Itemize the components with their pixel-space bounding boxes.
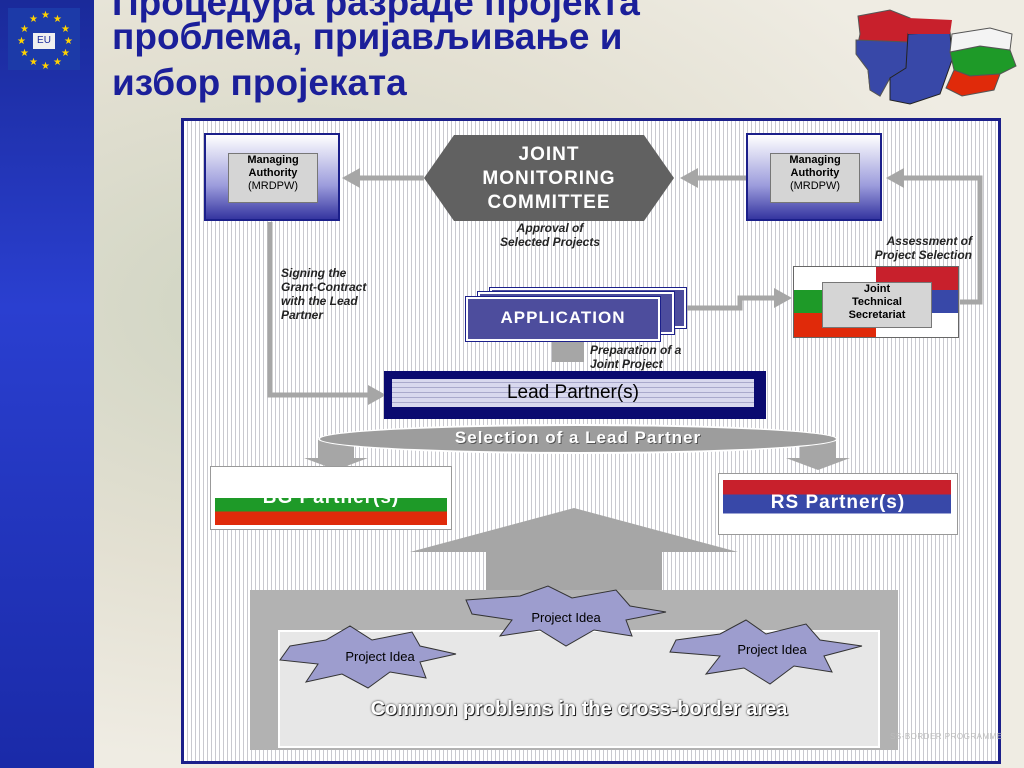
lead-partner-label: Lead Partner(s) xyxy=(392,379,754,407)
arrowhead-jmc-from-right xyxy=(680,168,698,188)
bg-partner-box: BG Partner(s) xyxy=(210,466,452,530)
jmc-line1: JOINT xyxy=(518,144,580,165)
svg-text:★: ★ xyxy=(20,48,29,59)
title-cut-line: Процедура разраде пројекта xyxy=(112,0,640,23)
arrowhead-lead xyxy=(368,385,386,405)
managing-authority-right-label: Managing Authority (MRDPW) xyxy=(770,153,860,203)
ma-left-line2: Authority xyxy=(248,167,298,179)
project-idea-star-left xyxy=(279,625,457,689)
lead-partner-box: Lead Partner(s) xyxy=(384,371,766,419)
selection-label: Selection of a Lead Partner xyxy=(454,428,702,447)
preparation-note: Preparation of a Joint Project xyxy=(590,343,720,371)
arrow-application-to-jts xyxy=(684,295,776,311)
eu-sidebar: ★ ★ ★ ★ ★ ★ ★ ★ ★ ★ ★ ★ EU xyxy=(0,0,94,768)
arrowhead-jts xyxy=(774,288,792,308)
joint-monitoring-committee: JOINT MONITORING COMMITTEE xyxy=(424,135,674,221)
selection-ellipse: Selection of a Lead Partner xyxy=(318,424,838,454)
svg-text:★: ★ xyxy=(41,10,50,21)
bg-flag-stripes xyxy=(215,485,447,525)
managing-authority-left-label: Managing Authority (MRDPW) xyxy=(228,153,318,203)
signing-line2: Grant-Contract xyxy=(281,280,367,294)
svg-text:★: ★ xyxy=(53,14,62,25)
assessment-line2: Project Selection xyxy=(874,248,972,262)
signing-note: Signing the Grant-Contract with the Lead… xyxy=(281,266,401,322)
rs-partner-label: RS Partner(s) xyxy=(770,492,906,513)
project-idea-label-left: Project Idea xyxy=(345,649,415,664)
signing-line1: Signing the xyxy=(281,266,347,280)
preparation-line2: Joint Project xyxy=(590,357,663,371)
rs-partner-box: RS Partner(s) xyxy=(718,473,958,535)
arrowhead-right-ma xyxy=(886,168,904,188)
arrow-jts-to-right-ma xyxy=(900,175,983,305)
svg-text:★: ★ xyxy=(29,14,38,25)
svg-text:★: ★ xyxy=(64,36,73,47)
assessment-note: Assessment of Project Selection xyxy=(846,234,972,262)
svg-text:★: ★ xyxy=(29,57,38,68)
jmc-label: JOINT MONITORING COMMITTEE xyxy=(424,143,674,215)
signing-line3: with the Lead xyxy=(281,294,358,308)
jts-line1: Joint xyxy=(863,283,891,295)
assessment-line1: Assessment of xyxy=(886,234,972,248)
svg-text:★: ★ xyxy=(20,24,29,35)
common-problems-label: Common problems in the cross-border area xyxy=(370,698,788,720)
footer-text: SS-BORDER PROGRAMME xyxy=(890,732,1003,741)
title-line-2: избор пројеката xyxy=(112,62,407,103)
ma-left-line3: (MRDPW) xyxy=(247,180,299,192)
jts-line2: Technical xyxy=(852,296,902,308)
joint-technical-secretariat: Joint Technical Secretariat xyxy=(793,266,959,338)
managing-authority-left: Managing Authority (MRDPW) xyxy=(204,133,340,221)
big-up-arrow xyxy=(410,508,738,590)
ma-right-line3: (MRDPW) xyxy=(789,180,841,192)
eu-label: EU xyxy=(33,33,55,49)
project-idea-star-right xyxy=(669,619,863,685)
managing-authority-right: Managing Authority (MRDPW) xyxy=(746,133,882,221)
jts-label: Joint Technical Secretariat xyxy=(822,282,932,328)
page-title: Процедура разраде пројекта проблема, при… xyxy=(112,0,792,106)
svg-text:★: ★ xyxy=(53,57,62,68)
up-arrow-preparation xyxy=(552,340,584,362)
rs-flag-stripes xyxy=(723,480,951,528)
bg-partner-label: BG Partner(s) xyxy=(262,487,400,508)
ma-right-line1: Managing xyxy=(789,154,841,166)
approval-note: Approval of Selected Projects xyxy=(488,221,612,249)
project-idea-label-right: Project Idea xyxy=(737,642,807,657)
svg-text:★: ★ xyxy=(41,61,50,70)
eu-flag-icon: ★ ★ ★ ★ ★ ★ ★ ★ ★ ★ ★ ★ EU xyxy=(8,8,80,72)
approval-line2: Selected Projects xyxy=(499,235,601,249)
serbia-bulgaria-map-icon xyxy=(855,9,1017,105)
project-idea-label-top: Project Idea xyxy=(531,610,601,625)
jmc-line2: MONITORING xyxy=(482,168,616,189)
svg-text:★: ★ xyxy=(61,24,70,35)
jmc-line3: COMMITTEE xyxy=(487,192,611,213)
project-idea-star-top xyxy=(465,585,667,647)
ma-right-line2: Authority xyxy=(790,167,840,179)
approval-line1: Approval of xyxy=(516,221,584,235)
svg-text:★: ★ xyxy=(17,36,26,47)
title-line-1: проблема, пријављивање и xyxy=(112,16,623,57)
arrowhead-left-ma xyxy=(342,168,360,188)
signing-line4: Partner xyxy=(281,308,324,322)
jts-line3: Secretariat xyxy=(848,309,906,321)
application-box: APPLICATION xyxy=(466,297,660,341)
arrow-left-ma-to-lead xyxy=(267,222,372,398)
preparation-line1: Preparation of a xyxy=(590,343,682,357)
svg-text:★: ★ xyxy=(61,48,70,59)
ma-left-line1: Managing xyxy=(247,154,299,166)
